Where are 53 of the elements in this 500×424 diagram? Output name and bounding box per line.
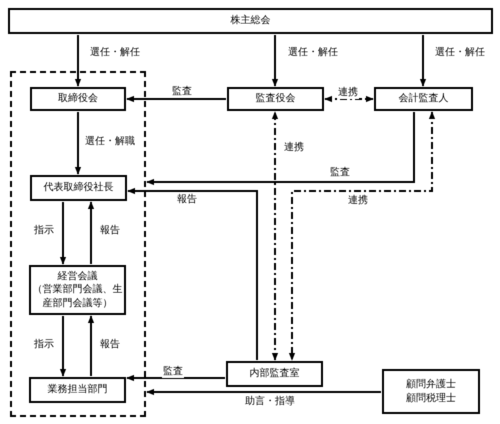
arrow [272, 111, 278, 361]
arrow [146, 388, 381, 396]
box-label: 経営会議 [58, 270, 98, 284]
box-label: 顧問税理士 [406, 392, 456, 405]
arrow [88, 201, 94, 264]
process-box [30, 87, 126, 111]
process-box [30, 175, 127, 201]
process-box [226, 361, 323, 387]
edge-label: 選任・解任 [434, 47, 486, 59]
edge-label: 報告 [99, 339, 121, 351]
edge-label: 報告 [176, 194, 198, 206]
edge-label: 監査 [171, 86, 193, 98]
process-box [382, 369, 480, 414]
edge-label: 連携 [337, 87, 359, 99]
box-label: 代表取締役社長 [44, 181, 114, 195]
box-label: 監査役会 [256, 92, 296, 106]
arrow [324, 96, 374, 102]
arrow [127, 188, 258, 360]
edge-label: 監査 [162, 366, 184, 378]
arrow [60, 202, 66, 265]
edge-label: 連携 [347, 195, 369, 207]
arrow [88, 315, 94, 376]
edge-label: 選任・解任 [287, 47, 339, 59]
process-box [8, 8, 493, 34]
box-label: 株主総会 [230, 14, 270, 28]
edge-label: 指示 [33, 339, 55, 351]
edge-label: 指示 [33, 225, 55, 237]
process-box [29, 377, 126, 403]
arrow [126, 96, 226, 102]
box-label: 取締役会 [58, 92, 98, 106]
arrow [146, 112, 415, 186]
arrow [74, 112, 82, 175]
edge-label: 監査 [329, 167, 351, 179]
edge-label: 選任・解職 [84, 136, 136, 148]
edge-label: 選任・解任 [89, 47, 141, 59]
edge-label: 報告 [99, 225, 121, 237]
process-box [374, 87, 473, 111]
arrow [288, 111, 436, 361]
box-label: 会計監査人 [398, 92, 448, 106]
arrow [420, 35, 426, 87]
edge-label: 助言・指導 [244, 396, 296, 408]
dashed-group-frame [10, 71, 146, 417]
process-box [227, 87, 324, 111]
arrow [74, 35, 82, 87]
box-label: （営業部門会議、生産部門会議等） [32, 283, 124, 310]
arrow [126, 374, 225, 382]
edge-label: 連携 [283, 142, 305, 154]
arrow [60, 316, 66, 377]
box-label: 内部監査室 [250, 367, 300, 381]
process-box [29, 265, 126, 315]
box-label: 顧問弁護士 [406, 378, 456, 392]
box-label: 業務担当部門 [48, 383, 108, 397]
arrow [272, 35, 278, 87]
